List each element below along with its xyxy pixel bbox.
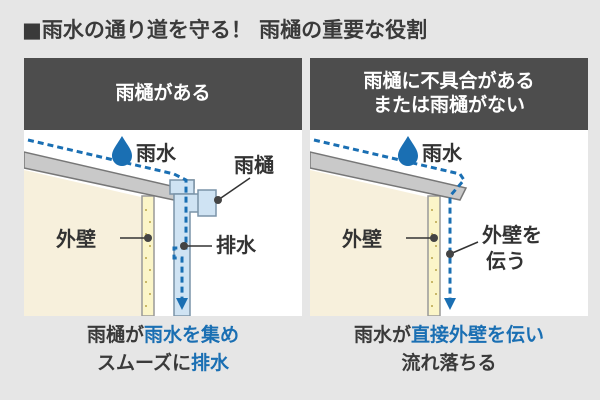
label-rain: 雨水 bbox=[136, 141, 177, 165]
diagram-with-gutter: 雨水 雨樋 外壁 排水 bbox=[24, 136, 274, 316]
caption-without-gutter: 雨水が直接外壁を伝い 流れ落ちる bbox=[310, 322, 588, 377]
dot-drain bbox=[180, 242, 188, 250]
house-wall bbox=[24, 170, 154, 316]
header-line-2: または雨樋がない bbox=[372, 94, 525, 116]
raindrop-icon bbox=[398, 136, 418, 166]
diagram-without-gutter: 雨水 外壁 外壁を 伝う bbox=[310, 136, 542, 316]
header-line-1: 雨樋に不具合がある bbox=[363, 70, 535, 93]
label-rain: 雨水 bbox=[422, 141, 463, 165]
dot-gutter bbox=[214, 196, 222, 204]
flow-arrow bbox=[176, 298, 188, 310]
label-along-wall-2: 伝う bbox=[486, 249, 526, 273]
label-wall: 外壁 bbox=[342, 227, 382, 251]
dot-wall bbox=[430, 234, 438, 242]
gutter-trough bbox=[169, 179, 195, 195]
caption-line-1: 雨樋が雨水を集め bbox=[24, 322, 302, 350]
caption-highlight: 排水 bbox=[191, 351, 230, 374]
leader-gutter bbox=[217, 177, 251, 201]
label-drain: 排水 bbox=[216, 233, 257, 257]
caption-text: 雨水が bbox=[353, 324, 411, 346]
wall-layer bbox=[427, 195, 441, 316]
raindrop-icon bbox=[112, 136, 132, 166]
caption-line-2: スムーズに排水 bbox=[24, 350, 302, 378]
panel-header-with-gutter: 雨樋がある bbox=[24, 58, 302, 130]
label-gutter: 雨樋 bbox=[234, 153, 274, 177]
caption-line-1: 雨水が直接外壁を伝い bbox=[310, 322, 588, 350]
caption-text: スムーズに bbox=[96, 351, 192, 374]
wall-texture bbox=[431, 209, 437, 307]
page-title: ■雨水の通り道を守る！ 雨樋の重要な役割 bbox=[22, 18, 428, 42]
caption-with-gutter: 雨樋が雨水を集め スムーズに排水 bbox=[24, 322, 302, 377]
caption-text: 雨樋が bbox=[86, 324, 144, 346]
wall-texture bbox=[145, 209, 151, 307]
water-flow-path bbox=[27, 138, 188, 300]
wall-layer bbox=[141, 195, 155, 316]
dot-wall bbox=[144, 234, 152, 242]
dot-along-wall bbox=[446, 250, 454, 258]
flow-arrow bbox=[444, 298, 456, 310]
caption-highlight: 直接外壁を伝い bbox=[411, 324, 545, 346]
leader-along-wall bbox=[449, 241, 479, 255]
caption-line-2: 流れ落ちる bbox=[310, 350, 588, 378]
panel-header-without-gutter: 雨樋に不具合がある または雨樋がない bbox=[310, 58, 588, 130]
label-wall: 外壁 bbox=[56, 227, 96, 251]
roof bbox=[310, 151, 468, 201]
header-label: 雨樋がある bbox=[115, 82, 211, 105]
label-along-wall-1: 外壁を bbox=[482, 223, 542, 247]
caption-text: 流れ落ちる bbox=[401, 351, 497, 374]
caption-highlight: 雨水を集め bbox=[144, 324, 240, 346]
water-flow-path bbox=[313, 138, 466, 300]
panel-without-gutter: 雨樋に不具合がある または雨樋がない 雨水 外壁 外壁を 伝う bbox=[310, 58, 588, 316]
house-wall bbox=[310, 170, 440, 316]
panel-with-gutter: 雨樋がある 雨水 雨樋 外壁 排水 bbox=[24, 58, 302, 316]
downpipe-joint bbox=[197, 189, 217, 217]
